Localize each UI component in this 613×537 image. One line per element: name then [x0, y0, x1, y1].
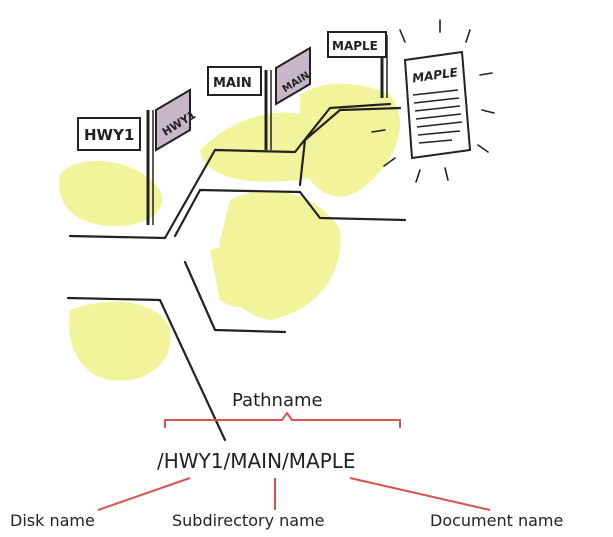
pathname-label: Pathname	[232, 390, 323, 411]
path-string: /HWY1/MAIN/MAPLE	[157, 449, 356, 473]
sign-maple-text: MAPLE	[332, 39, 378, 53]
disk-name-label: Disk name	[10, 511, 95, 530]
pointer-disk-name	[98, 478, 190, 510]
sign-main-text: MAIN	[213, 76, 252, 91]
sign-hwy1-text: HWY1	[84, 126, 134, 144]
subdirectory-name-label: Subdirectory name	[172, 511, 325, 530]
pointer-document-name	[350, 478, 490, 510]
pathname-brace	[165, 413, 400, 428]
pointer-lines	[98, 478, 490, 510]
document-name-label: Document name	[430, 511, 563, 530]
